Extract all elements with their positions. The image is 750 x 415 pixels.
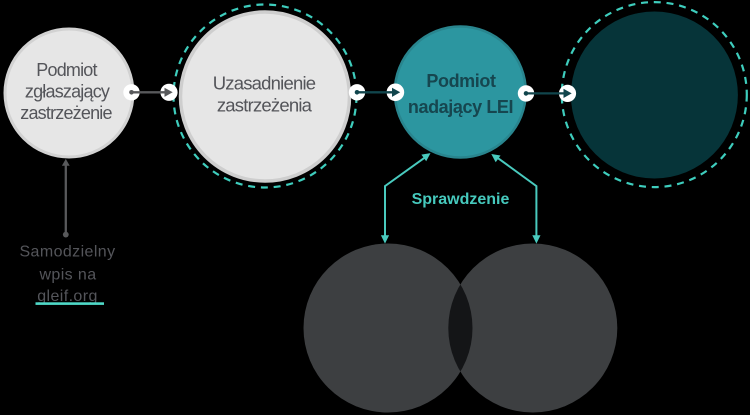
svg-text:gleif.org: gleif.org — [37, 288, 98, 305]
svg-text:Sprawdzenie: Sprawdzenie — [412, 191, 510, 208]
svg-text:zgłaszający: zgłaszający — [25, 81, 110, 101]
svg-text:zastrzeżenia: zastrzeżenia — [217, 95, 313, 116]
svg-text:Podmiot: Podmiot — [426, 71, 496, 91]
svg-text:wpis na: wpis na — [38, 267, 96, 284]
svg-text:Podmiot: Podmiot — [36, 60, 97, 80]
svg-text:Samodzielny: Samodzielny — [19, 244, 115, 261]
svg-text:zastrzeżenie: zastrzeżenie — [20, 103, 112, 123]
svg-text:Uzasadnienie: Uzasadnienie — [213, 73, 316, 94]
svg-text:nadający LEI: nadający LEI — [408, 97, 513, 117]
